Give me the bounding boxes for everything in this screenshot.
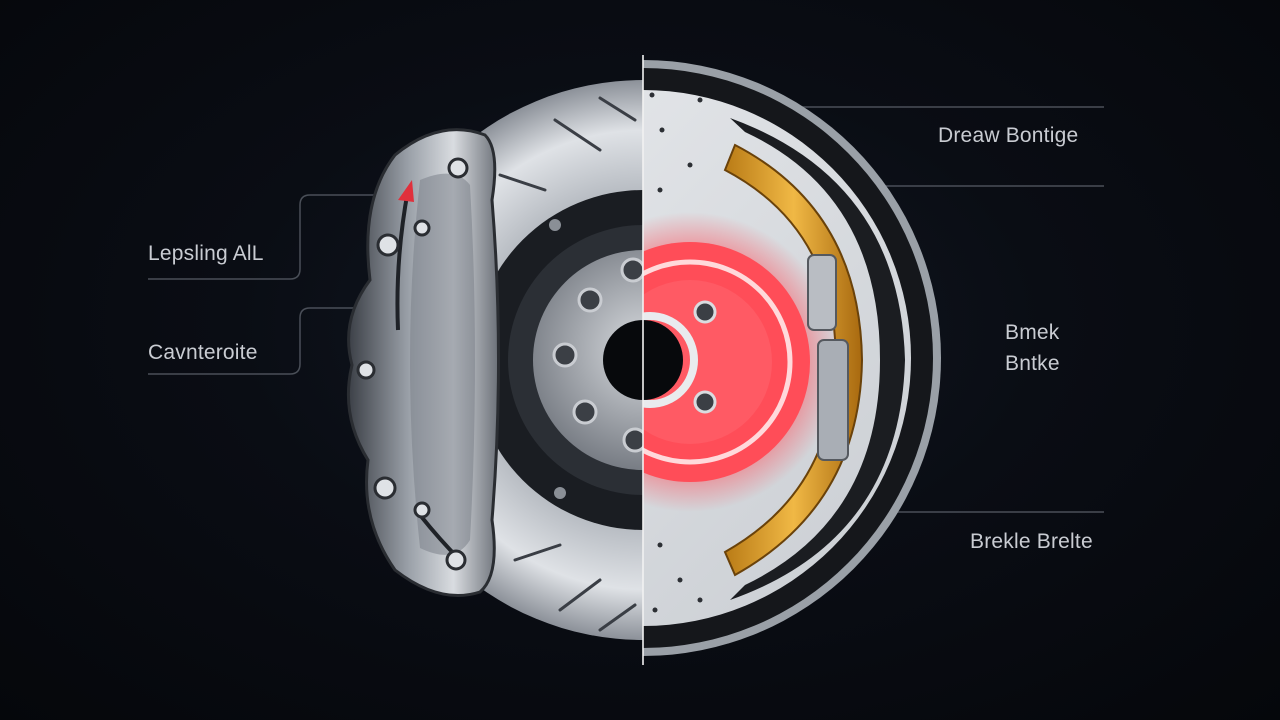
disc-slot <box>558 578 602 612</box>
wheel-cylinder-body <box>807 254 837 331</box>
wheel-stud <box>622 427 643 453</box>
drum-dot <box>657 542 663 548</box>
drum-stud <box>693 300 717 324</box>
caliper-bolt <box>445 549 467 571</box>
wheel-stud <box>552 342 578 368</box>
caliper-bolt <box>376 233 400 257</box>
drum-dot <box>687 162 693 168</box>
hub-center-bore <box>603 320 643 400</box>
disc-slot <box>513 543 562 562</box>
drum-studs <box>693 300 717 414</box>
disc-slots <box>498 96 637 632</box>
leader-line-left-top <box>148 194 385 280</box>
disc-slot <box>598 603 637 632</box>
label-right-top: Dreaw Bontige <box>938 124 1079 147</box>
caliper-bolt <box>413 501 431 519</box>
caliper-inner-shadow <box>410 173 475 555</box>
drum-dot <box>657 187 663 193</box>
adjuster-body <box>817 339 849 461</box>
drum-face-dots <box>649 92 703 613</box>
drum-dot <box>677 577 683 583</box>
bleed-valve-marker <box>398 180 414 202</box>
drum-dot <box>649 92 655 98</box>
leader-line-left-bottom <box>148 307 380 375</box>
label-left-top: Lepsling AlL <box>148 242 264 265</box>
drum-lining <box>730 118 905 600</box>
wheel-cylinder <box>807 254 849 461</box>
label-left-bottom: Cavnteroite <box>148 341 258 364</box>
disc-brake-half <box>346 80 643 640</box>
wheel-stud <box>577 287 603 313</box>
disc-slot <box>598 96 637 122</box>
drum-dot <box>697 97 703 103</box>
drum-hub-bore <box>643 320 683 400</box>
drum-hub-bore-ring <box>643 312 698 408</box>
drum-dot <box>659 127 665 133</box>
leader-lines <box>148 106 1104 513</box>
caliper-bolt <box>413 219 431 237</box>
hub-face <box>533 250 643 470</box>
drum-dot <box>697 597 703 603</box>
drum-stud <box>693 390 717 414</box>
label-right-middle-line1: Bmek <box>1005 321 1060 344</box>
caliper-bolt <box>373 476 397 500</box>
caliper-bolt <box>447 157 469 179</box>
brake-caliper <box>346 128 500 597</box>
wheel-stud <box>620 257 643 283</box>
disc-slot <box>498 173 547 192</box>
label-right-bottom: Brekle Brelte <box>970 530 1093 553</box>
label-right-middle: Bmek Bntke <box>1005 317 1060 379</box>
drum-brake-half <box>643 60 941 656</box>
drum-dot <box>652 607 658 613</box>
label-right-middle-line2: Bntke <box>1005 352 1060 375</box>
caliper-bolts <box>356 157 469 571</box>
disc-bolt <box>549 219 561 231</box>
disc-slot <box>553 118 602 152</box>
wheel-studs <box>552 257 643 453</box>
disc-bolt <box>554 487 566 499</box>
caliper-bolt <box>356 360 376 380</box>
wheel-stud <box>572 399 598 425</box>
glowing-hub-ring <box>643 259 793 465</box>
